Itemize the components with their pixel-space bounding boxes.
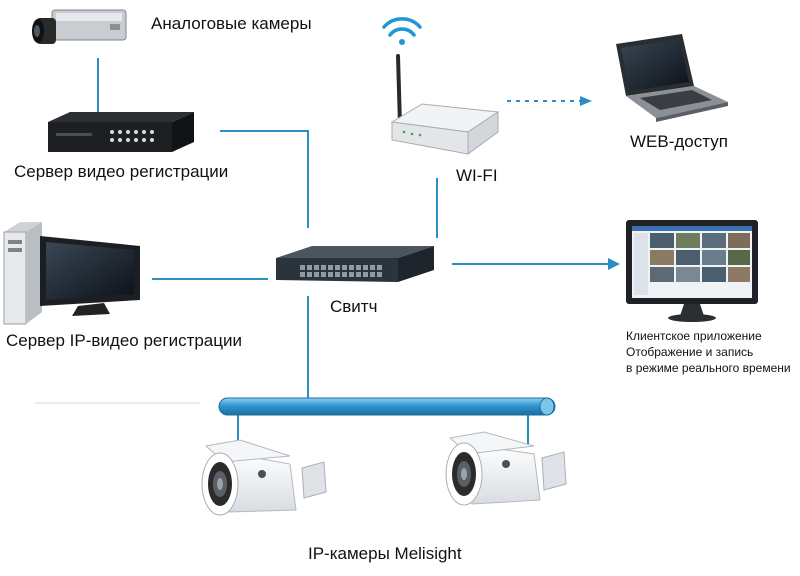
ip-camera-icon <box>445 431 567 506</box>
arrow-client <box>608 258 620 270</box>
label-ip-cameras: IP-камеры Melisight <box>308 544 462 563</box>
analog-camera-icon <box>32 9 127 44</box>
monitor-icon <box>626 220 758 322</box>
label-switch: Свитч <box>330 297 378 316</box>
label-web-access: WEB-доступ <box>630 132 728 151</box>
label-client-line-2: Отображение и запись <box>626 345 754 359</box>
arrow-web <box>580 96 592 106</box>
wifi-signal-icon <box>382 17 422 45</box>
label-wifi: WI-FI <box>456 166 498 185</box>
desktop-pc-icon <box>3 222 140 325</box>
laptop-icon <box>616 34 728 122</box>
wifi-router-icon <box>390 54 500 155</box>
label-client-line-1: Клиентское приложение <box>626 329 762 343</box>
connection-lines <box>97 58 620 452</box>
label-client-app: Клиентское приложение Отображение и запи… <box>626 328 791 376</box>
dvr-recorder-icon <box>48 112 194 152</box>
label-dvr-server: Сервер видео регистрации <box>14 162 229 181</box>
network-bus <box>218 397 556 416</box>
label-analog-cameras: Аналоговые камеры <box>151 14 312 33</box>
label-client-line-3: в режиме реального времени <box>626 361 791 375</box>
ip-camera-icon <box>201 439 327 516</box>
label-ip-dvr-server: Сервер IP-видео регистрации <box>6 331 242 350</box>
network-switch-icon <box>276 246 434 282</box>
link-dvr-switch <box>220 130 309 228</box>
